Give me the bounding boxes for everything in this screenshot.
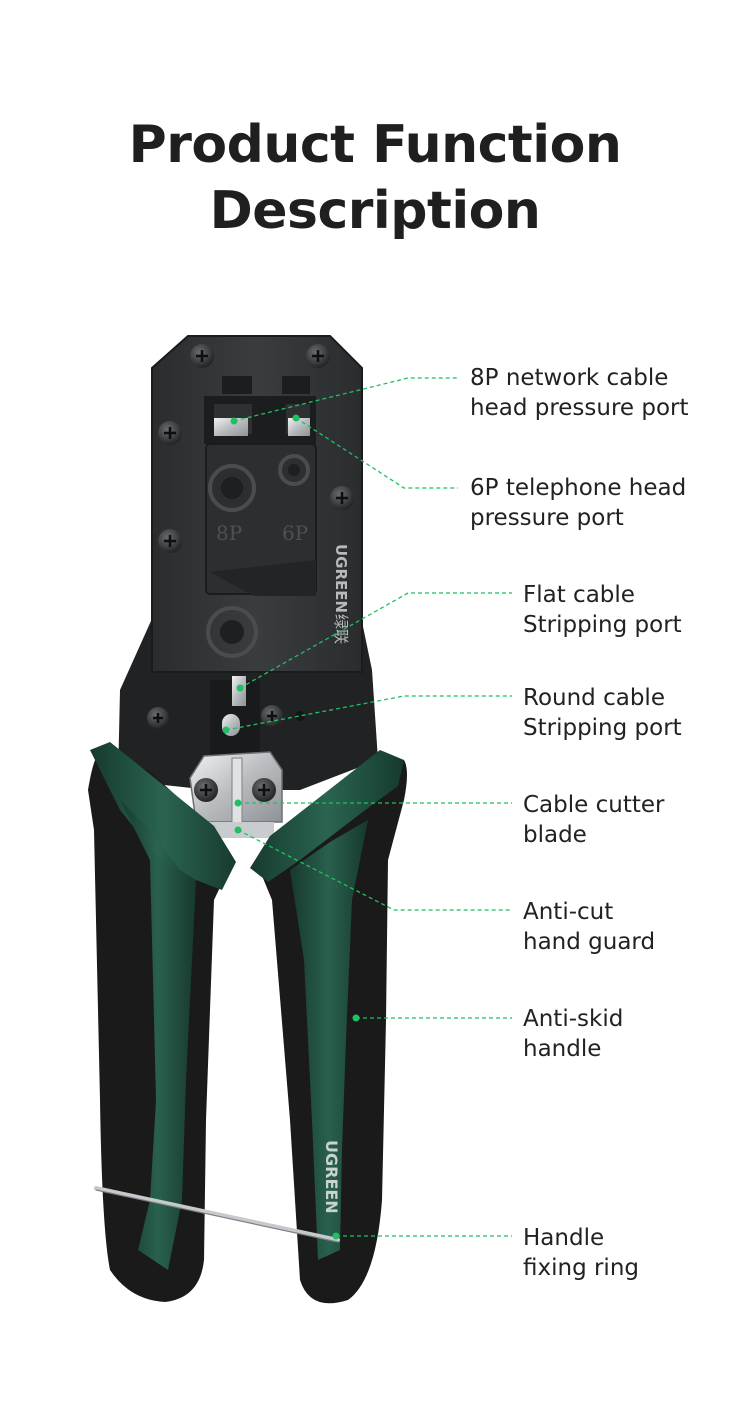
dot-fixing-ring (332, 1232, 340, 1240)
leader-flat-strip (239, 592, 512, 689)
callout-hand-guard-line2: hand guard (523, 929, 656, 955)
callout-round-strip-line2: Stripping port (523, 715, 682, 741)
callout-hand-guard-line1: Anti-cut (523, 899, 614, 925)
stripping-ports (210, 676, 260, 760)
leader-round-strip (225, 695, 512, 731)
callout-fixing-ring: Handle fixing ring (523, 1223, 639, 1283)
head-screws (147, 344, 354, 729)
head-brand-logo-cn: 绿联 (332, 614, 350, 644)
title-line-2: Description (209, 181, 541, 241)
right-handle: UGREEN (250, 750, 407, 1304)
head-brand-logo: UGREEN (332, 544, 350, 613)
callout-fixing-ring-line1: Handle (523, 1225, 605, 1251)
left-handle (88, 742, 236, 1302)
die-label-6p: 6P (282, 521, 308, 545)
dot-cutter-blade (234, 799, 242, 807)
leader-6p-port (295, 417, 458, 489)
callout-6p-port-line2: pressure port (470, 505, 624, 531)
callout-cutter-blade-line1: Cable cutter (523, 792, 665, 818)
callout-6p-port: 6P telephone head pressure port (470, 473, 686, 533)
callout-anti-skid-line2: handle (523, 1036, 602, 1062)
leader-8p-port (233, 377, 458, 422)
callout-anti-skid-line1: Anti-skid (523, 1006, 624, 1032)
callout-8p-port-line2: head pressure port (470, 395, 689, 421)
dot-anti-skid (352, 1014, 360, 1022)
callout-flat-strip-line1: Flat cable (523, 582, 635, 608)
leader-hand-guard (237, 829, 512, 911)
callout-leaders (225, 377, 512, 1237)
dot-8p-port (230, 417, 238, 425)
callout-flat-strip-line2: Stripping port (523, 612, 682, 638)
callout-round-strip: Round cable Stripping port (523, 683, 682, 743)
handle-brand-logo: UGREEN (322, 1140, 341, 1214)
fixing-ring-wire (94, 1186, 340, 1242)
cutter-block (189, 751, 283, 838)
callout-6p-port-line1: 6P telephone head (470, 475, 687, 501)
dot-hand-guard (234, 826, 242, 834)
callout-dots (222, 414, 360, 1240)
callout-8p-port-line1: 8P network cable (470, 365, 669, 391)
callout-fixing-ring-line2: fixing ring (523, 1255, 639, 1281)
callout-cutter-blade-line2: blade (523, 822, 587, 848)
callout-round-strip-line1: Round cable (523, 685, 665, 711)
callout-cutter-blade: Cable cutter blade (523, 790, 664, 850)
die-label-8p: 8P (216, 521, 242, 545)
die-block: 8P 6P (204, 376, 317, 658)
callout-8p-port: 8P network cable head pressure port (470, 363, 689, 423)
dot-6p-port (292, 414, 300, 422)
callout-hand-guard: Anti-cut hand guard (523, 897, 655, 957)
page-title: Product Function Description (0, 112, 750, 244)
dot-round-strip (222, 726, 230, 734)
callout-flat-strip: Flat cable Stripping port (523, 580, 682, 640)
title-line-1: Product Function (128, 115, 622, 175)
dot-flat-strip (236, 684, 244, 692)
callout-anti-skid: Anti-skid handle (523, 1004, 623, 1064)
